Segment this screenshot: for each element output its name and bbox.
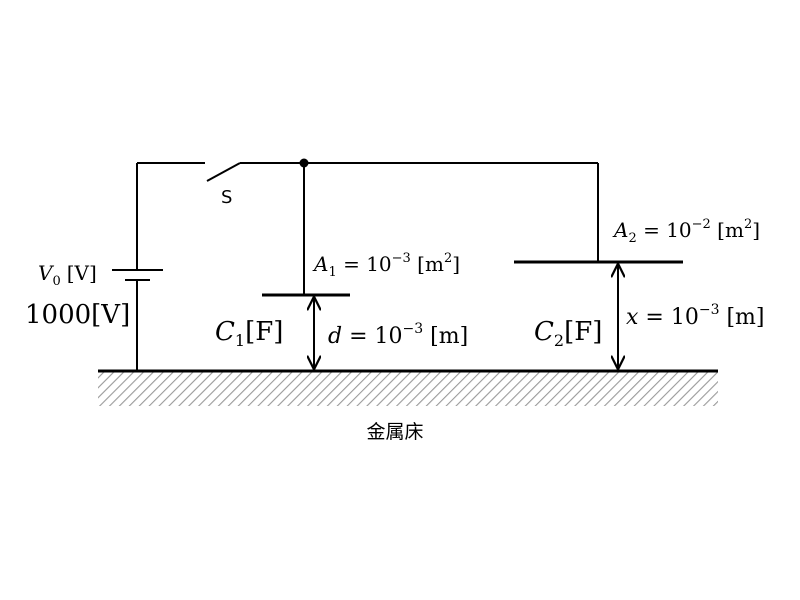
gap-d-label: d = 10−3 [m] [328, 321, 468, 349]
metal-floor-label: 金属床 [366, 421, 423, 443]
battery-symbol-label: V0[V] [38, 261, 97, 289]
battery-voltage-label: 1000[V] [25, 300, 130, 330]
switch-label: S [221, 187, 232, 208]
gap-x-label: x = 10−3 [m] [626, 302, 765, 330]
switch-blade [206, 162, 241, 182]
c1-name-label: C1[F] [215, 317, 283, 350]
c2-name-label: C2[F] [534, 317, 602, 350]
c1-area-label: A1 = 10−3 [m2] [312, 251, 460, 280]
metal-floor-hatch [98, 372, 718, 406]
c2-area-label: A2 = 10−2 [m2] [612, 217, 760, 246]
